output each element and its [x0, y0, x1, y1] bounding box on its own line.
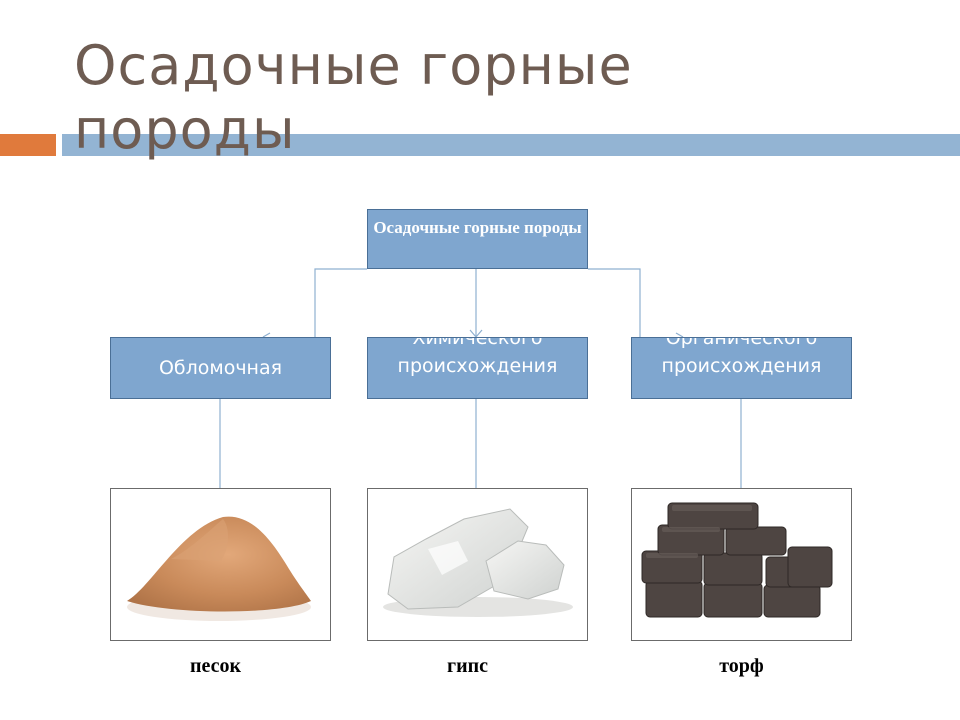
title-accent-bar-blue	[62, 134, 960, 156]
node-clastic: Обломочная	[110, 337, 331, 399]
node-organic-origin-label: Органического происхождения	[661, 337, 822, 377]
peat-bricks-image	[641, 502, 833, 618]
node-clastic-label: Обломочная	[158, 357, 283, 379]
slide-title: Осадочные горные породы	[74, 34, 633, 161]
sand-pile-image	[127, 516, 311, 621]
caption-peat: торф	[719, 655, 764, 677]
photo-gypsum	[367, 488, 588, 641]
root-node-sedimentary-rocks: Осадочные горные породы	[367, 209, 588, 269]
node-chemical-origin: Химического происхождения	[367, 337, 588, 399]
node-organic-origin: Органического происхождения	[631, 337, 852, 399]
connector-root-to-organic	[588, 268, 641, 337]
connector-arrow-clastic	[262, 332, 271, 338]
connector-root-to-clastic	[314, 268, 367, 337]
caption-gypsum: гипс	[446, 655, 488, 677]
photo-sand	[110, 488, 331, 641]
connector-arrow-organic	[675, 332, 684, 338]
gypsum-rocks-image	[383, 508, 573, 617]
title-accent-bar-orange	[0, 134, 56, 156]
node-chemical-origin-label: Химического происхождения	[397, 337, 558, 377]
caption-sand: песок	[189, 655, 242, 677]
photo-peat	[631, 488, 852, 641]
